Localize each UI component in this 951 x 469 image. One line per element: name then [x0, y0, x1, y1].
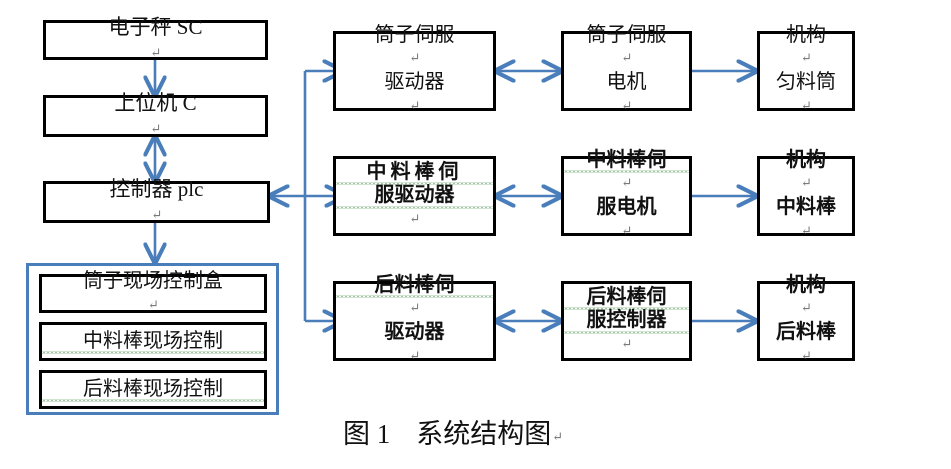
paragraph-mark-icon: ↵: [621, 222, 633, 238]
box-mid-rod-servo-driver[interactable]: 中料棒伺 服驱动器↵: [333, 156, 496, 236]
box-host-computer-label: 上位机 C: [114, 91, 197, 116]
paragraph-mark-icon: ↵: [801, 347, 812, 363]
box-bobbin-mechanism-line1: 机构: [786, 23, 826, 46]
box-bobbin-servo-motor-line1: 筒子伺服: [586, 23, 667, 46]
paragraph-mark-icon: ↵: [801, 97, 812, 113]
paragraph-mark-icon: ↵: [801, 50, 812, 66]
box-controller-plc[interactable]: 控制器 plc ↵: [43, 177, 270, 223]
box-rear-rod-servo-driver[interactable]: 后料棒伺 ↵ 驱动器 ↵: [333, 273, 496, 363]
box-rear-rod-servo-driver-line1: 后料棒伺: [336, 273, 493, 298]
box-rear-rod-mechanism-line2: 后料棒: [776, 321, 836, 343]
box-mid-rod-field-control[interactable]: 中料棒现场控制: [39, 322, 267, 361]
figure-caption-label: 图 1: [343, 419, 391, 449]
paragraph-mark-icon: ↵: [409, 97, 421, 113]
box-bobbin-mechanism[interactable]: 机构 ↵ 匀料筒 ↵: [757, 24, 855, 113]
box-mid-rod-servo-driver-line2: 服驱动器: [336, 184, 493, 209]
box-bobbin-servo-driver-line1: 筒子伺服: [374, 23, 455, 46]
paragraph-mark-icon: ↵: [621, 175, 633, 191]
paragraph-mark-icon: ↵: [409, 210, 421, 226]
paragraph-mark-icon: ↵: [409, 300, 421, 316]
paragraph-mark-icon: ↵: [621, 335, 633, 351]
box-bobbin-servo-driver[interactable]: 筒子伺服 ↵ 驱动器 ↵: [333, 24, 496, 113]
box-rear-rod-mechanism-line1: 机构: [786, 273, 826, 296]
paragraph-mark-icon: ↵: [621, 50, 633, 66]
box-rear-rod-field-control[interactable]: 后料棒现场控制: [39, 370, 267, 409]
paragraph-mark-icon: ↵: [409, 347, 421, 363]
paragraph-mark-icon: ↵: [801, 300, 812, 316]
box-mid-rod-mechanism[interactable]: 机构 ↵ 中料棒 ↵: [757, 149, 855, 238]
box-mid-rod-servo-motor-line2: 服电机: [596, 196, 657, 218]
paragraph-mark-icon: ↵: [801, 175, 812, 191]
box-mid-rod-servo-driver-line1: 中料棒伺: [336, 160, 493, 185]
box-mid-rod-mechanism-line1: 机构: [786, 148, 826, 171]
box-rear-rod-servo-controller-line2: 服控制器: [564, 309, 689, 334]
box-rear-rod-mechanism[interactable]: 机构 ↵ 后料棒 ↵: [757, 274, 855, 363]
box-bobbin-field-control[interactable]: 筒子现场控制盒 ↵: [39, 270, 267, 313]
box-bobbin-mechanism-line2: 匀料筒: [776, 71, 836, 93]
box-mid-rod-field-control-label: 中料棒现场控制: [42, 329, 264, 354]
paragraph-mark-icon: ↵: [409, 50, 421, 66]
figure-caption-title: 系统结构图: [416, 419, 552, 449]
box-controller-plc-label: 控制器 plc: [109, 177, 204, 202]
paragraph-mark-icon: ↵: [552, 429, 564, 444]
box-mid-rod-mechanism-line2: 中料棒: [776, 196, 836, 218]
box-mid-rod-servo-motor[interactable]: 中料棒伺 ↵ 服电机 ↵: [561, 148, 692, 238]
box-rear-rod-servo-driver-line2: 驱动器: [384, 321, 445, 343]
paragraph-mark-icon: ↵: [148, 296, 159, 312]
box-host-computer[interactable]: 上位机 C ↵: [43, 91, 268, 137]
box-electronic-scale[interactable]: 电子秤 SC ↵: [43, 15, 268, 60]
figure-caption: 图 1 系统结构图↵: [343, 412, 563, 451]
box-rear-rod-field-control-label: 后料棒现场控制: [42, 377, 264, 402]
box-bobbin-field-control-label: 筒子现场控制盒: [83, 269, 223, 292]
box-rear-rod-servo-controller[interactable]: 后料棒伺 服控制器↵: [561, 281, 692, 361]
paragraph-mark-icon: ↵: [621, 97, 633, 113]
box-electronic-scale-label: 电子秤 SC: [108, 15, 203, 40]
paragraph-mark-icon: ↵: [151, 207, 163, 222]
box-mid-rod-servo-motor-line1: 中料棒伺: [564, 148, 689, 173]
box-bobbin-servo-motor-line2: 电机: [606, 71, 647, 93]
box-rear-rod-servo-controller-line1: 后料棒伺: [564, 285, 689, 310]
paragraph-mark-icon: ↵: [150, 121, 162, 136]
paragraph-mark-icon: ↵: [150, 45, 162, 60]
box-bobbin-servo-driver-line2: 驱动器: [384, 71, 445, 93]
box-bobbin-servo-motor[interactable]: 筒子伺服 ↵ 电机 ↵: [561, 24, 692, 113]
paragraph-mark-icon: ↵: [801, 222, 812, 238]
